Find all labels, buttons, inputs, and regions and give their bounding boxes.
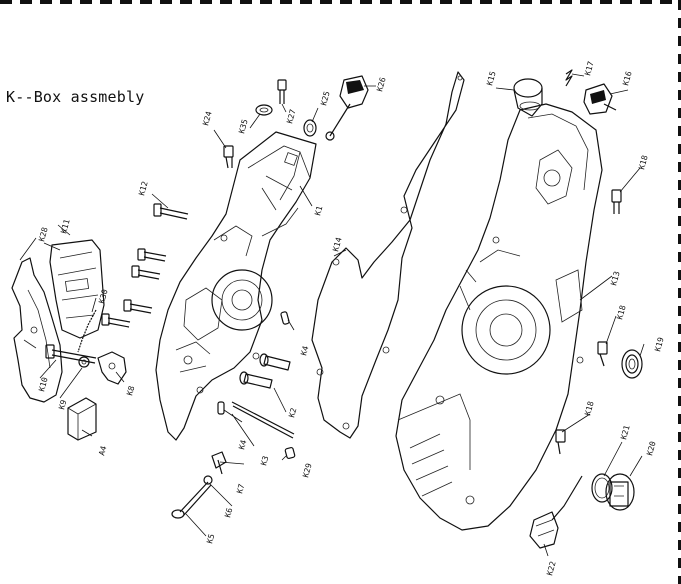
label-k19: K19: [653, 336, 665, 352]
part-k18-bolts: [555, 189, 622, 455]
label-k21: K21: [619, 424, 631, 440]
top-dashed-border: [0, 0, 681, 4]
label-k18b: K18: [615, 304, 627, 320]
part-k3-rod: [231, 401, 295, 439]
callout-labels: K28 K11 K30 K10 K9 K8 A4 K12 K24 K35 K27…: [37, 60, 665, 576]
right-dashed-border: [678, 0, 681, 584]
part-k17-spring: [565, 69, 573, 87]
label-k3: K3: [259, 455, 270, 467]
part-k9-washer: [78, 356, 90, 368]
part-k13-right-crankcase: [395, 103, 603, 531]
part-k24-bolt: [223, 145, 234, 169]
part-k28-plate: [11, 257, 63, 403]
part-k5-bolt: [171, 481, 212, 519]
part-k21-oring: [591, 473, 613, 503]
part-a4-block: [67, 397, 97, 441]
label-k27: K27: [285, 108, 297, 124]
part-k19-bearing: [621, 349, 643, 379]
part-k7-screw: [211, 451, 227, 475]
part-k16-valve: [583, 83, 617, 115]
label-k12: K12: [137, 180, 149, 196]
label-k2: K2: [287, 407, 298, 419]
label-k35: K35: [237, 118, 249, 134]
label-k10: K10: [37, 376, 49, 392]
part-k20-cap: [605, 473, 635, 511]
diagram-title: K--Box assmebly: [6, 88, 145, 106]
label-k5: K5: [205, 533, 216, 545]
label-k30: K30: [97, 288, 109, 304]
label-k1: K1: [313, 205, 324, 217]
label-k16: K16: [621, 70, 633, 86]
label-k26: K26: [375, 76, 387, 92]
part-k22-filter: [529, 475, 583, 549]
label-k11: K11: [59, 218, 71, 234]
label-k7: K7: [235, 483, 246, 495]
part-k30-spring: [77, 309, 97, 353]
label-k29: K29: [301, 462, 313, 478]
part-k26-oil-pump: [325, 75, 369, 141]
leader-lines: [19, 73, 645, 557]
label-k24: K24: [201, 110, 213, 126]
part-k29-pin: [284, 446, 296, 460]
label-k18c: K18: [583, 400, 595, 416]
part-k6-washer: [203, 475, 213, 485]
part-k8-bracket: [97, 351, 127, 385]
part-k35-grommet: [255, 104, 273, 116]
label-k14: K14: [331, 236, 343, 252]
part-k2-pins: [239, 353, 291, 389]
label-k28: K28: [37, 226, 49, 242]
label-k17: K17: [583, 60, 595, 76]
part-k11-bar-plate: [49, 239, 105, 339]
part-k12-bolts: [101, 203, 189, 328]
part-k1-left-crankcase: [155, 131, 317, 441]
part-k10-bolt: [45, 344, 97, 364]
label-k15: K15: [485, 70, 497, 86]
label-k4a: K4: [299, 345, 310, 357]
part-k14-gasket: [311, 71, 465, 439]
label-k20: K20: [645, 440, 657, 456]
label-a4: A4: [97, 445, 108, 457]
label-k13: K13: [609, 270, 621, 286]
label-k22: K22: [545, 560, 557, 576]
part-k15-dome: [513, 78, 543, 117]
label-k9: K9: [57, 399, 68, 411]
part-k25-ring: [303, 119, 317, 137]
part-k4-pins: [217, 311, 290, 415]
part-k27-screw: [277, 79, 287, 104]
label-k6: K6: [223, 507, 234, 519]
label-k8: K8: [125, 385, 136, 397]
label-k18a: K18: [637, 154, 649, 170]
label-k4b: K4: [237, 439, 248, 451]
label-k25: K25: [319, 90, 331, 106]
